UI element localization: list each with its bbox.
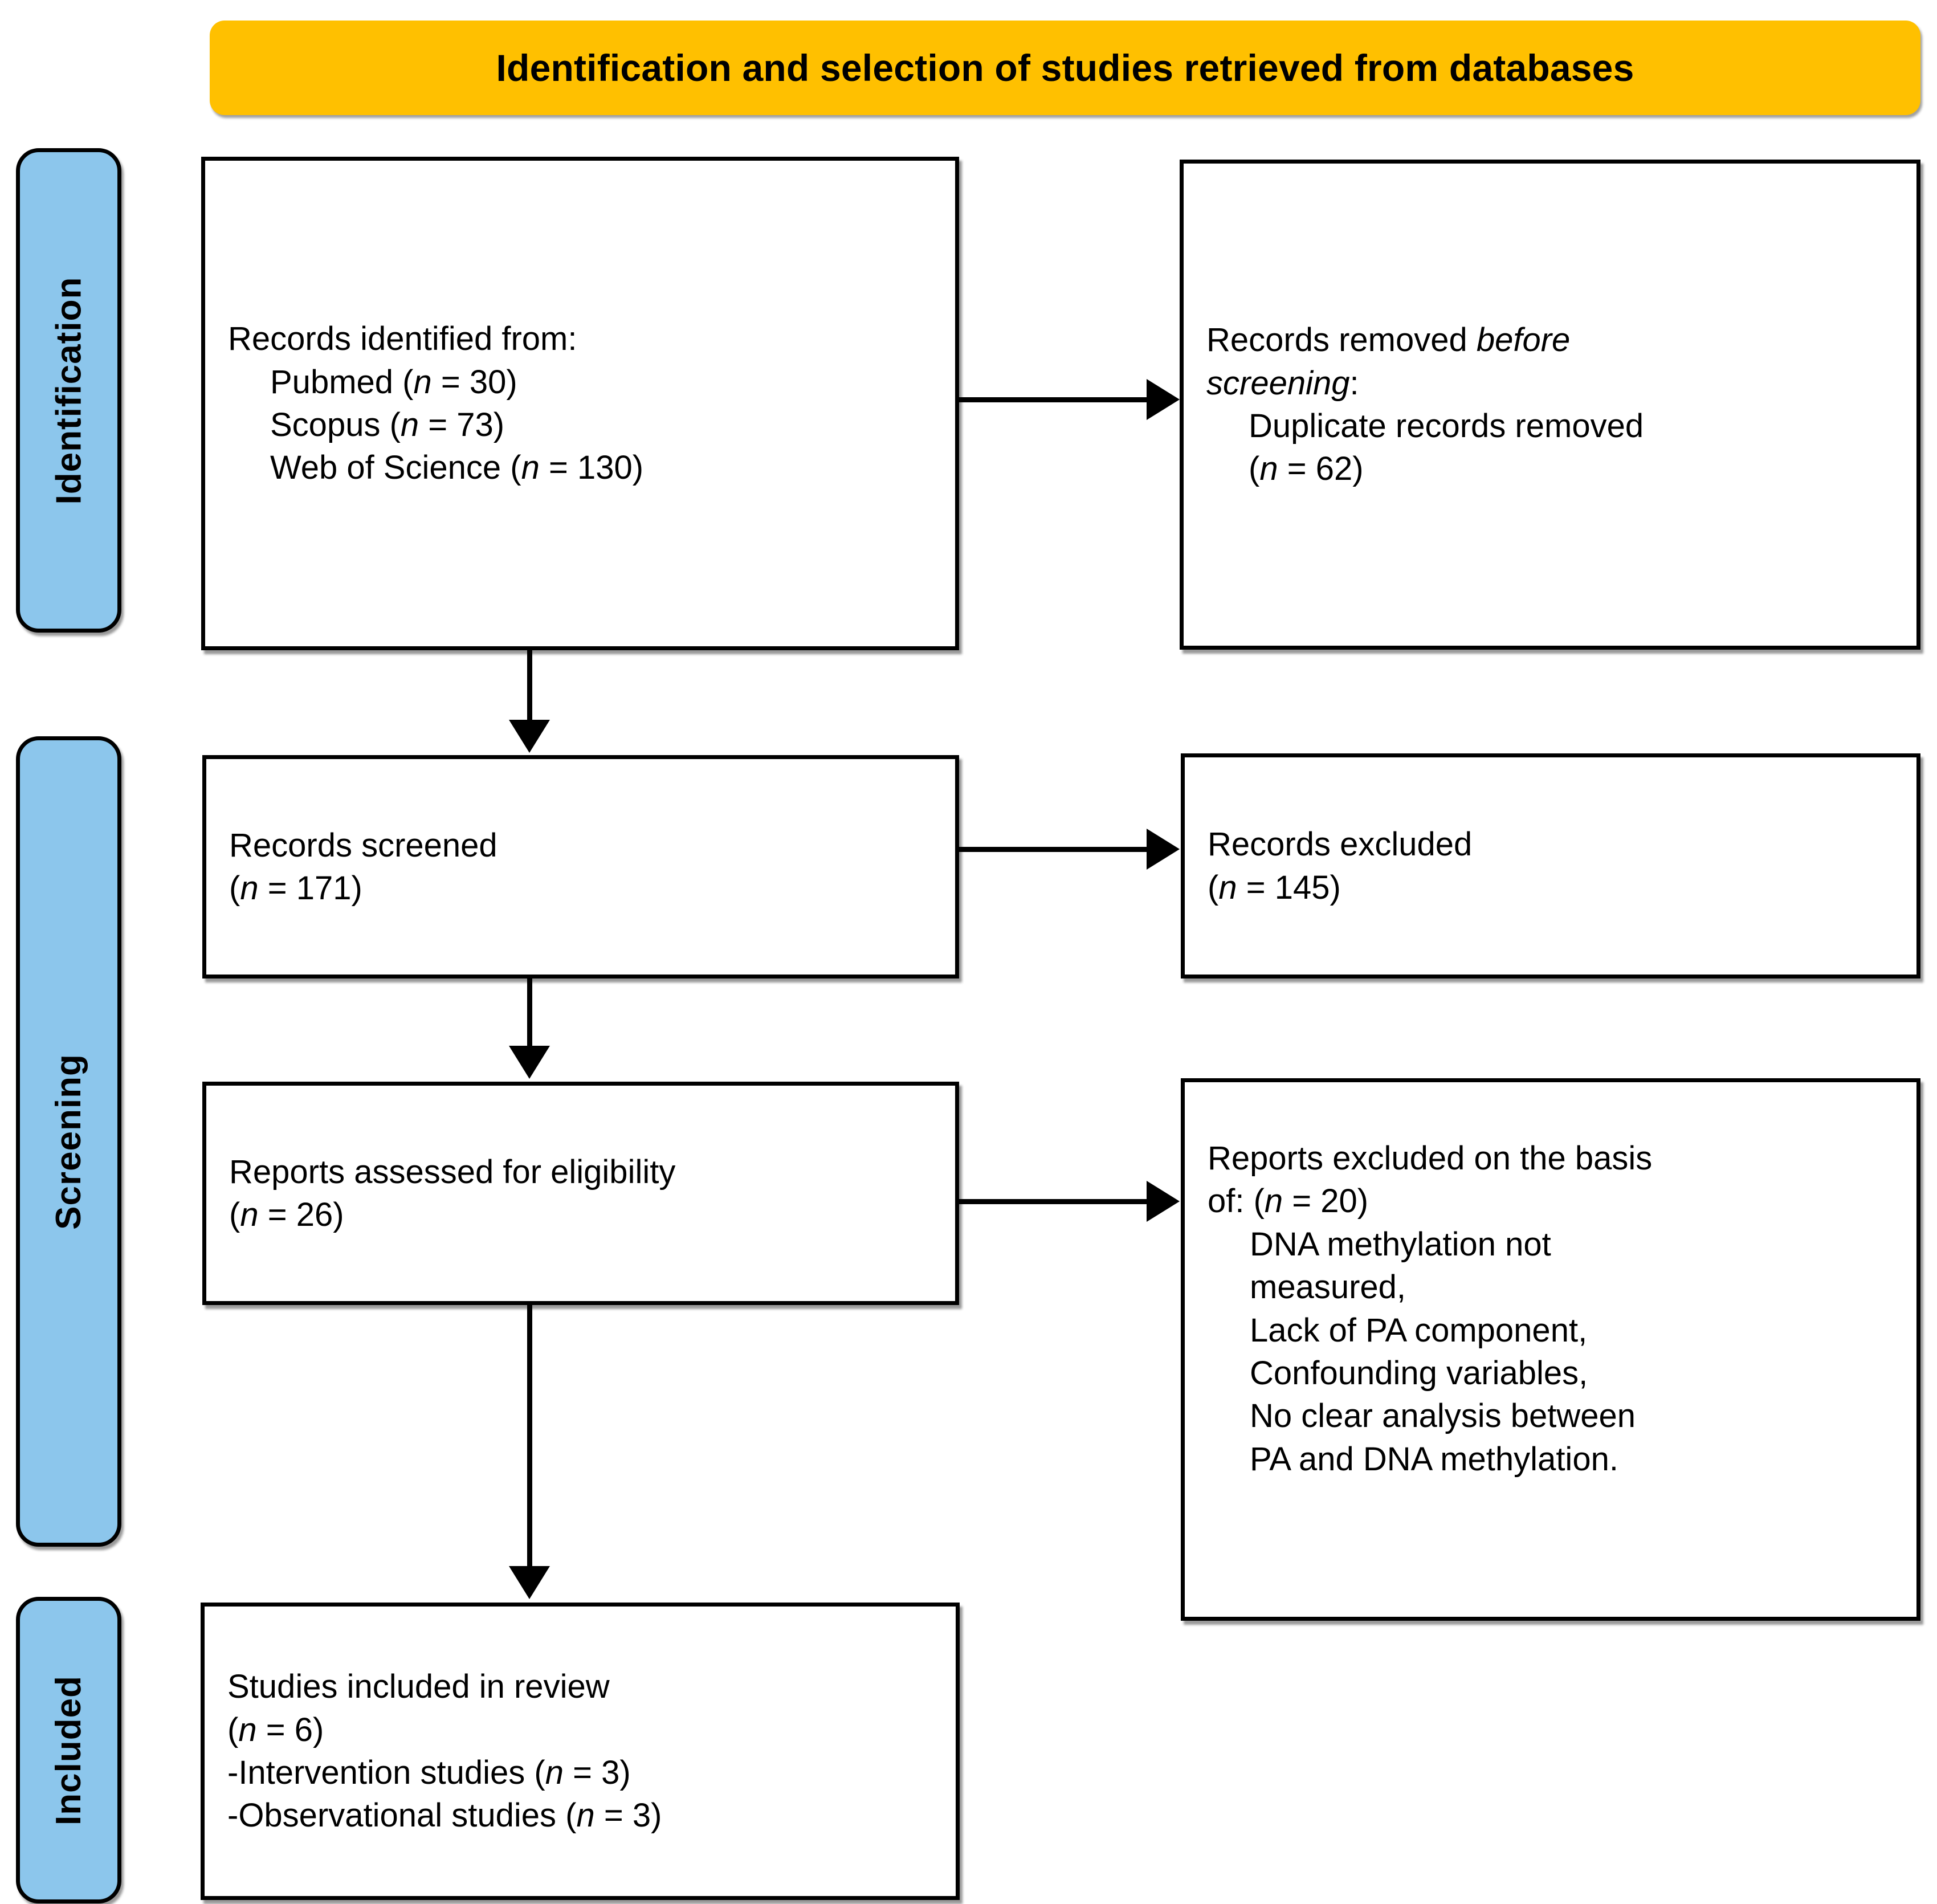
records-identified-pubmed: Pubmed (n = 30) — [270, 363, 517, 401]
connector-screened-to-excluded-line — [959, 847, 1148, 852]
stage-label-identification-text: Identification — [49, 276, 88, 504]
reports-excluded-reason-2: measured, — [1250, 1269, 1406, 1306]
connector-identified-to-removed-line — [959, 397, 1148, 402]
records-excluded-heading: Records excluded — [1208, 826, 1473, 863]
connector-eligibility-to-included-line — [527, 1305, 532, 1568]
studies-included-heading: Studies included in review — [227, 1668, 610, 1706]
stage-label-included-text: Included — [49, 1675, 88, 1825]
records-screened-count: (n = 171) — [229, 870, 362, 907]
reports-excluded-reason-6: PA and DNA methylation. — [1250, 1440, 1618, 1478]
reports-excluded-heading-line1: Reports excluded on the basis — [1208, 1140, 1653, 1177]
box-records-removed-before-screening: Records removed before screening: Duplic… — [1180, 160, 1920, 650]
reports-excluded-reason-3: Lack of PA component, — [1250, 1311, 1588, 1349]
records-removed-heading-line2: screening: — [1206, 364, 1359, 402]
stage-label-screening: Screening — [16, 736, 121, 1547]
records-identified-scopus: Scopus (n = 73) — [270, 406, 505, 443]
reports-excluded-reason-1: DNA methylation not — [1250, 1225, 1551, 1263]
box-reports-assessed-for-eligibility: Reports assessed for eligibility (n = 26… — [202, 1082, 959, 1305]
reports-eligibility-count: (n = 26) — [229, 1196, 344, 1233]
connector-identified-to-screened-line — [527, 650, 532, 723]
stage-label-screening-text: Screening — [49, 1053, 88, 1230]
arrow-down-icon-screened-to-eligibility — [509, 1046, 550, 1079]
records-screened-heading: Records screened — [229, 826, 497, 864]
connector-eligibility-to-reports-excluded-line — [959, 1199, 1148, 1204]
reports-excluded-reason-4: Confounding variables, — [1250, 1354, 1588, 1392]
box-records-excluded: Records excluded (n = 145) — [1181, 753, 1920, 978]
arrow-down-icon-identified-to-screened — [509, 720, 550, 753]
box-records-screened: Records screened (n = 171) — [202, 755, 959, 978]
studies-included-intervention: -Intervention studies (n = 3) — [227, 1754, 631, 1791]
records-identified-heading: Records identified from: — [228, 320, 577, 358]
records-removed-duplicates-count: (n = 62) — [1249, 450, 1364, 488]
diagram-header-banner: Identification and selection of studies … — [210, 21, 1920, 115]
records-removed-heading-line1: Records removed before — [1206, 321, 1571, 359]
reports-excluded-heading-line2: of: (n = 20) — [1208, 1183, 1369, 1220]
studies-included-observational: -Observational studies (n = 3) — [227, 1797, 662, 1834]
stage-label-identification: Identification — [16, 148, 121, 633]
box-records-identified: Records identified from: Pubmed (n = 30)… — [201, 157, 959, 650]
box-studies-included: Studies included in review (n = 6) -Inte… — [201, 1603, 960, 1900]
records-removed-duplicates: Duplicate records removed — [1249, 407, 1644, 445]
box-reports-excluded: Reports excluded on the basis of: (n = 2… — [1181, 1078, 1920, 1621]
diagram-title: Identification and selection of studies … — [496, 47, 1634, 89]
arrow-right-icon-eligibility-to-reports-excluded — [1147, 1181, 1180, 1222]
records-excluded-count: (n = 145) — [1208, 869, 1341, 906]
reports-excluded-reason-5: No clear analysis between — [1250, 1397, 1636, 1435]
stage-label-included: Included — [16, 1597, 121, 1903]
arrow-down-icon-eligibility-to-included — [509, 1566, 550, 1599]
reports-eligibility-heading: Reports assessed for eligibility — [229, 1153, 676, 1190]
connector-screened-to-eligibility-line — [527, 978, 532, 1048]
arrow-right-icon-identified-to-removed — [1147, 379, 1180, 420]
studies-included-count: (n = 6) — [227, 1711, 324, 1748]
records-identified-wos: Web of Science (n = 130) — [270, 449, 644, 487]
arrow-right-icon-screened-to-excluded — [1147, 829, 1180, 870]
